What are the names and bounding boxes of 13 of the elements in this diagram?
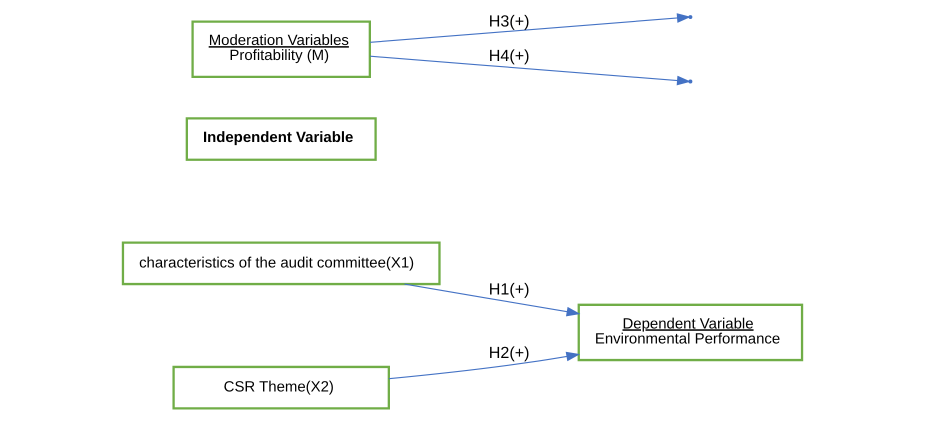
node-box: characteristics of the audit committee(X1): [122, 241, 441, 285]
node-box: Moderation Variables Profitability (M): [191, 20, 371, 78]
arrow: [370, 55, 691, 85]
edge-label: H2(+): [488, 343, 530, 362]
node-box: Dependent Variable Environmental Performance: [578, 303, 804, 361]
node-box: Independent Variable: [186, 116, 377, 160]
node-box: CSR Theme(X2): [172, 365, 390, 410]
edge-label: H4(+): [488, 46, 530, 65]
edge-label: H1(+): [488, 280, 530, 298]
arrow: [388, 351, 580, 379]
arrow: [404, 283, 580, 316]
arrow: [370, 12, 691, 42]
edge-label: H3(+): [488, 12, 530, 30]
